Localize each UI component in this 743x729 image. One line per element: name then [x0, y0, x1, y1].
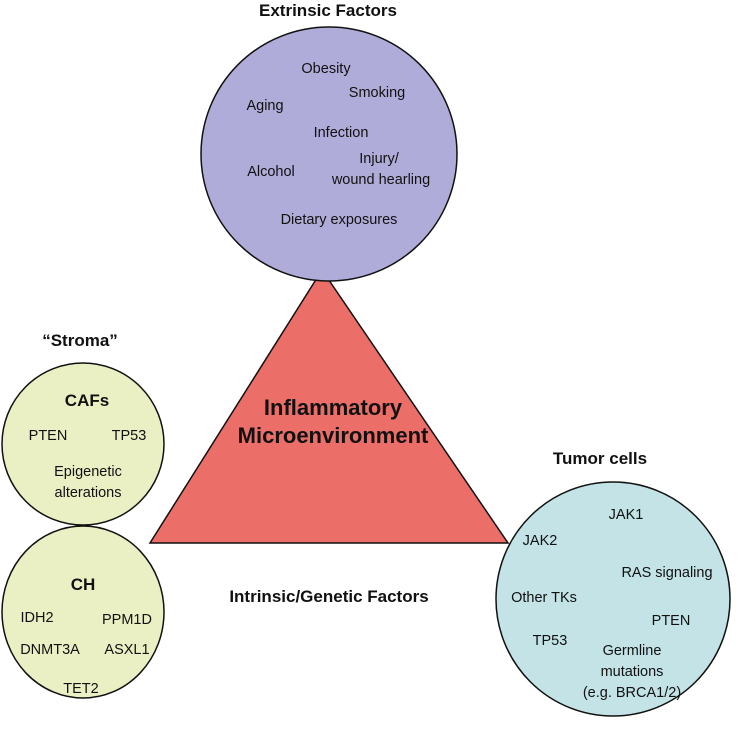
tumor-item-other-tks: Other TKs [511, 590, 577, 606]
cafs-circle [1, 362, 165, 526]
tumor-item-tp53: TP53 [533, 633, 568, 649]
cafs-item-epigenetic: Epigenetic [54, 464, 122, 480]
cafs-item-alterations: alterations [55, 485, 122, 501]
cafs-title: CAFs [65, 391, 109, 410]
tumor-item-brca: (e.g. BRCA1/2) [583, 685, 681, 701]
ch-item-asxl1: ASXL1 [104, 642, 149, 658]
tumor-item-jak1: JAK1 [609, 507, 644, 523]
ch-title: CH [71, 575, 96, 594]
extrinsic-item-aging: Aging [246, 98, 283, 114]
extrinsic-item-infection: Infection [314, 125, 369, 141]
tumor-cells-circle [495, 481, 731, 717]
center-label-line1: Inflammatory [264, 395, 403, 420]
ch-item-dnmt3a: DNMT3A [20, 642, 80, 658]
extrinsic-factors-circle [200, 26, 458, 282]
extrinsic-item-obesity: Obesity [301, 61, 351, 77]
ch-item-idh2: IDH2 [20, 610, 53, 626]
extrinsic-item-dietary: Dietary exposures [281, 212, 398, 228]
inflammatory-triangle [148, 268, 510, 544]
extrinsic-item-smoking: Smoking [349, 85, 405, 101]
cafs-item-pten: PTEN [29, 428, 68, 444]
center-label-line2: Microenvironment [238, 423, 429, 448]
extrinsic-factors-title: Extrinsic Factors [259, 1, 397, 20]
ch-circle [1, 525, 165, 699]
intrinsic-factors-title: Intrinsic/Genetic Factors [229, 587, 428, 606]
tumor-item-pten: PTEN [652, 613, 691, 629]
tumor-item-mutations: mutations [601, 664, 664, 680]
stroma-title: “Stroma” [42, 331, 118, 350]
extrinsic-item-wound: wound hearling [331, 172, 430, 188]
extrinsic-item-alcohol: Alcohol [247, 164, 295, 180]
tumor-item-jak2: JAK2 [523, 533, 558, 549]
cafs-item-tp53: TP53 [112, 428, 147, 444]
ch-item-ppm1d: PPM1D [102, 612, 152, 628]
tumor-cells-title: Tumor cells [553, 449, 647, 468]
extrinsic-item-injury: Injury/ [359, 151, 399, 167]
ch-item-tet2: TET2 [63, 681, 98, 697]
tumor-item-ras: RAS signaling [621, 565, 712, 581]
tumor-item-germline: Germline [603, 643, 662, 659]
